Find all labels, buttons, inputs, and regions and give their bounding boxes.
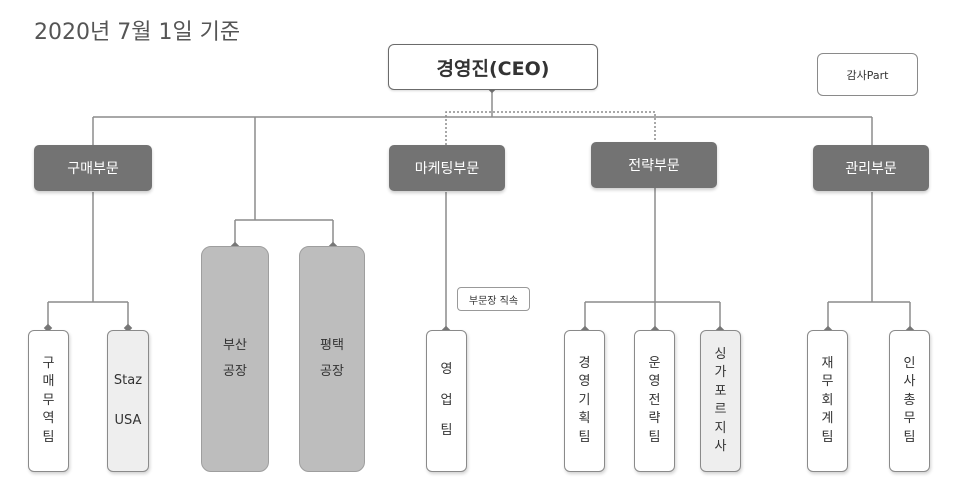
ceo-box[interactable]: 경영진(CEO) xyxy=(388,44,598,90)
team-singapore-char: 싱 xyxy=(714,346,727,362)
team-singapore[interactable]: 싱 가 포 르 지 사 xyxy=(700,330,741,472)
team-sales-char: 팀 xyxy=(440,423,453,439)
team-operations-char: 영 xyxy=(648,374,661,390)
team-staz-usa[interactable]: Staz USA xyxy=(107,330,149,472)
factory-pyeongtaek[interactable]: 평택 공장 xyxy=(299,246,365,472)
factory-busan-line1: 부산 xyxy=(223,338,247,353)
team-operations-char: 략 xyxy=(648,411,661,427)
team-finance[interactable]: 재 무 회 계 팀 xyxy=(807,330,848,472)
team-trade-char: 매 xyxy=(42,374,55,390)
dept-strategy[interactable]: 전략부문 xyxy=(591,142,717,188)
team-hr-char: 사 xyxy=(903,374,916,390)
factory-busan[interactable]: 부산 공장 xyxy=(201,246,269,472)
team-finance-char: 계 xyxy=(821,411,834,427)
team-operations-char: 전 xyxy=(648,392,661,408)
team-operations[interactable]: 운 영 전 략 팀 xyxy=(634,330,675,472)
team-singapore-char: 지 xyxy=(714,420,727,436)
team-singapore-char: 사 xyxy=(714,439,727,454)
audit-box[interactable]: 감사Part xyxy=(817,53,918,96)
factory-busan-line2: 공장 xyxy=(223,364,247,379)
dept-marketing[interactable]: 마케팅부문 xyxy=(389,145,505,191)
dept-management[interactable]: 관리부문 xyxy=(813,145,929,191)
team-trade-char: 무 xyxy=(42,392,55,408)
team-sales-char: 업 xyxy=(440,392,453,408)
team-finance-char: 팀 xyxy=(821,429,834,445)
team-finance-char: 재 xyxy=(821,355,834,371)
team-planning-char: 팀 xyxy=(578,429,591,445)
factory-pyeongtaek-line2: 공장 xyxy=(320,364,344,379)
team-trade-char: 구 xyxy=(42,355,55,371)
team-operations-char: 운 xyxy=(648,355,661,371)
team-sales-char: 영 xyxy=(440,362,453,378)
team-trade-char: 역 xyxy=(42,411,55,427)
team-planning[interactable]: 경 영 기 획 팀 xyxy=(564,330,605,472)
team-staz-line1: Staz xyxy=(113,373,143,388)
team-singapore-char: 가 xyxy=(714,365,727,380)
team-hr-char: 총 xyxy=(903,392,916,408)
team-operations-char: 팀 xyxy=(648,429,661,445)
factory-pyeongtaek-line1: 평택 xyxy=(320,338,344,353)
team-hr[interactable]: 인 사 총 무 팀 xyxy=(889,330,930,472)
dept-purchasing[interactable]: 구매부문 xyxy=(34,145,152,191)
team-planning-char: 영 xyxy=(578,374,591,390)
team-planning-char: 기 xyxy=(578,392,591,408)
team-finance-char: 회 xyxy=(821,392,834,408)
team-singapore-char: 포 xyxy=(714,383,727,399)
team-sales[interactable]: 영 업 팀 xyxy=(426,330,467,472)
team-planning-char: 획 xyxy=(578,411,591,427)
team-hr-char: 무 xyxy=(903,411,916,427)
team-planning-char: 경 xyxy=(578,355,591,371)
team-staz-line2: USA xyxy=(114,413,142,428)
date-label: 2020년 7월 1일 기준 xyxy=(34,20,241,45)
team-trade[interactable]: 구 매 무 역 팀 xyxy=(28,330,69,472)
team-finance-char: 무 xyxy=(821,374,834,390)
team-hr-char: 인 xyxy=(903,355,916,371)
team-trade-char: 팀 xyxy=(42,429,55,445)
team-singapore-char: 르 xyxy=(714,402,727,417)
team-hr-char: 팀 xyxy=(903,429,916,445)
direct-report-note: 부문장 직속 xyxy=(457,287,530,311)
